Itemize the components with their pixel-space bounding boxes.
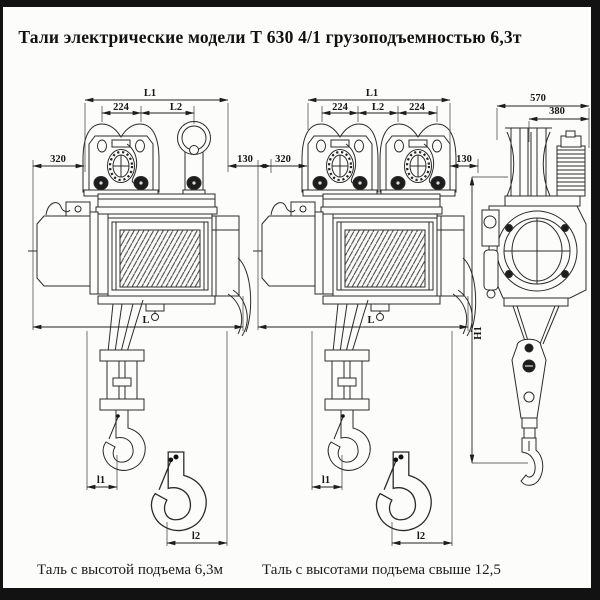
dim-130-d2: 130 <box>456 154 472 165</box>
dim-320-d1: 320 <box>50 154 66 165</box>
dimension-lines-drawing1 <box>32 97 272 546</box>
dim-224-d1: 224 <box>113 102 130 113</box>
dim-L-d2: L <box>367 315 374 326</box>
dim-L2-d1: L2 <box>170 102 182 113</box>
dim-L2-d2: L2 <box>372 102 384 113</box>
dim-l1-d2: l1 <box>322 475 330 486</box>
dim-L1-d1: L1 <box>144 88 156 99</box>
dim-130-d1: 130 <box>237 154 253 165</box>
dim-l2-d1: l2 <box>192 531 200 542</box>
dimension-lines-drawing3 <box>469 103 590 464</box>
dim-l2-d2: l2 <box>417 531 425 542</box>
caption-left: Таль с высотой подъема 6,3м <box>37 562 223 578</box>
dim-570-d3: 570 <box>530 93 546 104</box>
dim-l1-d1: l1 <box>97 475 105 486</box>
drawing-hoist-front-over-12-5m: L1 224 L2 224 320 130 L l1 l2 <box>252 88 479 546</box>
drawing-hoist-front-6-3m: L1 224 L2 320 130 L l1 l2 <box>27 88 272 546</box>
dim-380-d3: 380 <box>549 106 565 117</box>
dim-224a-d2: 224 <box>332 102 349 113</box>
page-title: Тали электрические модели Т 630 4/1 груз… <box>18 27 522 47</box>
dim-224b-d2: 224 <box>409 102 426 113</box>
drawing-hoist-side-view: 570 380 H1 <box>469 93 590 486</box>
dim-H1-d3: H1 <box>473 326 484 339</box>
dim-L-d1: L <box>142 315 149 326</box>
dimension-lines-drawing2 <box>257 97 479 546</box>
caption-right: Таль с высотами подъема свыше 12,5 <box>262 562 501 578</box>
dim-L1-d2: L1 <box>366 88 378 99</box>
dim-320-d2: 320 <box>275 154 291 165</box>
